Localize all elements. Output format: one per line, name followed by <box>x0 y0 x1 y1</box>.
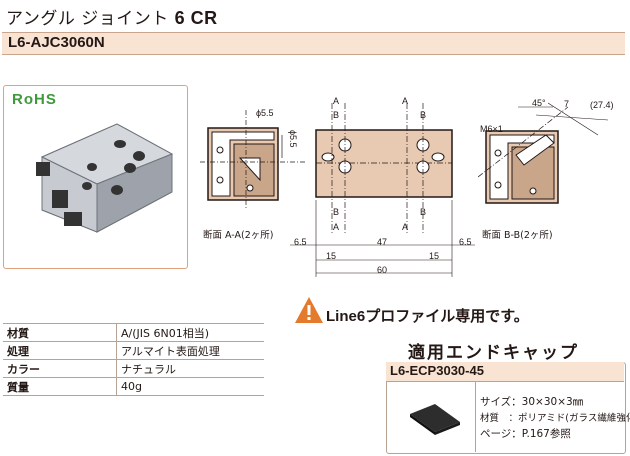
endcap-material: 材質 ：ポリアミド(ガラス繊維強化) <box>480 413 630 424</box>
endcap-image <box>410 404 460 435</box>
page-title: アングル ジョイント 6 CR <box>6 4 218 29</box>
section-aa-label: 断面 A-A(2ヶ所) <box>203 230 274 241</box>
endcap-title: 適用エンドキャップ <box>408 343 579 363</box>
dim-6-5-left: 6.5 <box>294 237 307 247</box>
endcap-code: L6-ECP3030-45 <box>390 363 484 378</box>
rohs-logo: RoHS <box>12 91 57 108</box>
title-jp: アングル ジョイント <box>6 9 169 29</box>
product-code: L6-AJC3060N <box>8 34 105 51</box>
notice-jp: プロファイル専用です。 <box>365 307 529 325</box>
endcap-divider <box>475 381 476 452</box>
dim-15-right: 15 <box>429 251 440 261</box>
dim-a1: A <box>333 96 340 106</box>
dim-phi-left: ϕ5.5 <box>256 108 274 118</box>
table-row: カラーナチュラル <box>3 359 264 378</box>
dim-a2: A <box>402 96 409 106</box>
spec-key: 処理 <box>3 341 117 360</box>
dim-a3: A <box>333 222 340 232</box>
dim-phi-right: ϕ5.5 <box>288 130 298 148</box>
dim-a4: A <box>402 222 409 232</box>
spec-key: カラー <box>3 359 117 378</box>
spec-key: 質量 <box>3 377 117 396</box>
usage-notice: Line6プロファイル専用です。 <box>326 305 529 326</box>
spec-key: 材質 <box>3 323 117 342</box>
dim-b3: B <box>333 207 340 217</box>
endcap-code-bar: L6-ECP3030-45 <box>386 362 624 382</box>
dim-b1: B <box>333 110 340 120</box>
warning-icon <box>295 297 323 323</box>
dim-60: 60 <box>377 265 388 275</box>
elevation-drawing <box>290 103 475 277</box>
dim-15-left: 15 <box>326 251 337 261</box>
dim-45-degree: 45° <box>532 98 546 108</box>
endcap-size: サイズ：30×30×3㎜ <box>480 396 584 408</box>
section-bb-label: 断面 B-B(2ヶ所) <box>482 230 553 241</box>
section-bb-drawing <box>478 102 609 204</box>
product-photo <box>36 123 174 233</box>
dim-7: 7 <box>564 99 570 109</box>
dim-b4: B <box>420 207 427 217</box>
spec-value: A/(JIS 6N01相当) <box>116 323 264 342</box>
spec-value: 40g <box>116 377 264 396</box>
title-number: 6 CR <box>174 8 218 28</box>
product-code-bar: L6-AJC3060N <box>2 32 625 55</box>
dim-27-4: (27.4) <box>590 100 614 110</box>
dim-6-5-right: 6.5 <box>459 237 472 247</box>
thread-m6: M6×1 <box>480 124 503 134</box>
dim-b2: B <box>420 110 427 120</box>
spec-value: ナチュラル <box>116 359 264 378</box>
table-row: 処理アルマイト表面処理 <box>3 341 264 360</box>
section-aa-drawing <box>200 110 305 210</box>
dim-47: 47 <box>377 237 388 247</box>
spec-value: アルマイト表面処理 <box>116 341 264 360</box>
endcap-page: ページ：P.167参照 <box>480 428 571 440</box>
notice-en: Line6 <box>326 308 366 325</box>
